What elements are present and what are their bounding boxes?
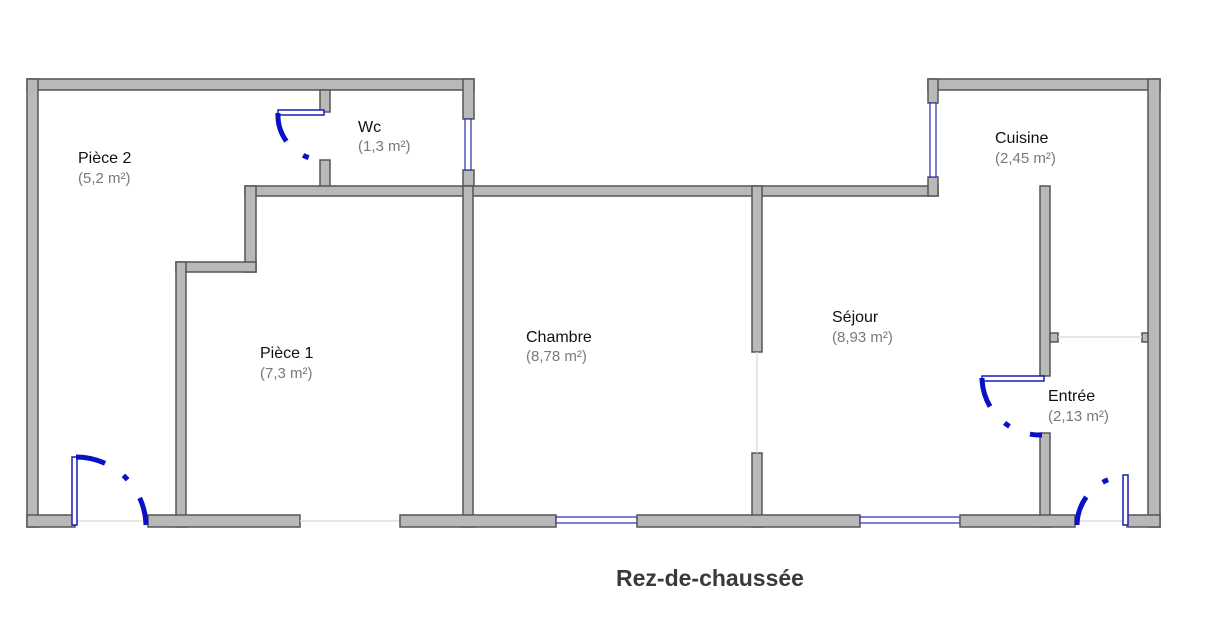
door-swing-front-icon: [1074, 473, 1127, 526]
wall-left: [26, 78, 39, 528]
wall-step-vertical: [244, 185, 257, 273]
room-name-chambre: Chambre: [526, 329, 592, 346]
window-chambre: [555, 516, 638, 524]
wall-sejour-entree-bottom: [1039, 432, 1051, 528]
wall-chambre-sejour-top: [751, 185, 763, 353]
wall-step-horizontal: [175, 261, 257, 273]
wall-bottom-5: [959, 514, 1076, 528]
wall-piece1-left: [175, 261, 187, 528]
walls: [26, 78, 1161, 528]
wall-stub-right: [1141, 332, 1149, 343]
room-area-piece1: (7,3 m²): [260, 365, 313, 382]
wall-cuisine-left-top: [927, 78, 939, 104]
wall-bottom-3: [399, 514, 557, 528]
wall-piece1-chambre: [462, 185, 474, 528]
room-area-cuisine: (2,45 m²): [995, 150, 1056, 167]
wall-bottom-6: [1126, 514, 1161, 528]
window-cuisine: [929, 102, 937, 178]
window-wc: [464, 118, 472, 171]
room-name-sejour: Séjour: [832, 309, 879, 326]
window-sejour: [859, 516, 961, 524]
door-leaf-piece2: [71, 456, 78, 526]
door-swing-wc-icon: [275, 112, 325, 163]
room-area-sejour: (8,93 m²): [832, 329, 893, 346]
doors: [71, 109, 1129, 526]
door-leaf-wc: [277, 109, 325, 116]
door-swing-entree-icon: [979, 377, 1043, 438]
room-area-chambre: (8,78 m²): [526, 348, 587, 365]
wall-top-left: [26, 78, 475, 91]
wall-right: [1147, 78, 1161, 528]
wall-bottom-2: [147, 514, 301, 528]
door-leaf-front: [1122, 474, 1129, 526]
wall-sejour-entree-top: [1039, 185, 1051, 377]
room-area-wc: (1,3 m²): [358, 138, 411, 155]
wall-middle-horizontal: [244, 185, 939, 197]
wall-stub-left: [1049, 332, 1059, 343]
room-labels: Pièce 2 (5,2 m²) Wc (1,3 m²) Pièce 1 (7,…: [78, 119, 1109, 425]
wall-bottom-1: [26, 514, 76, 528]
door-leaf-entree: [981, 375, 1045, 382]
room-name-entree: Entrée: [1048, 388, 1095, 405]
room-name-piece2: Pièce 2: [78, 150, 131, 167]
room-area-piece2: (5,2 m²): [78, 170, 131, 187]
wall-top-right: [927, 78, 1161, 91]
wall-wc-left-top: [319, 89, 331, 113]
floor-title: Rez-de-chaussée: [616, 565, 804, 591]
room-area-entree: (2,13 m²): [1048, 408, 1109, 425]
room-name-piece1: Pièce 1: [260, 345, 313, 362]
wall-cuisine-left-bottom: [927, 176, 939, 197]
door-swing-piece2-icon: [75, 454, 149, 526]
wall-bottom-4: [636, 514, 861, 528]
wall-wc-right-top: [462, 78, 475, 120]
room-name-cuisine: Cuisine: [995, 130, 1048, 147]
room-name-wc: Wc: [358, 119, 381, 136]
